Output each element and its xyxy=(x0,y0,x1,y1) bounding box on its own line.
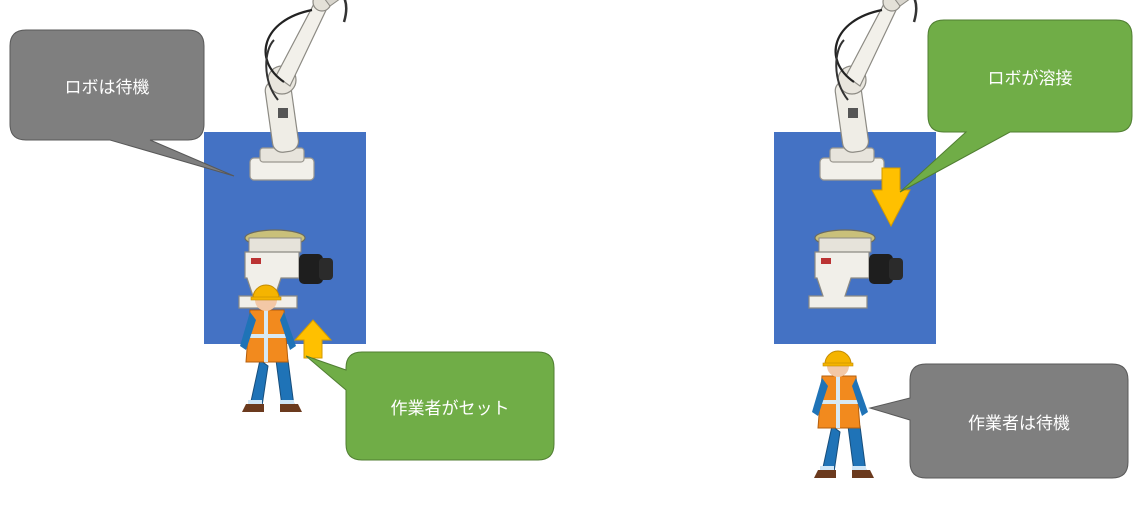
right-down-arrow-icon xyxy=(871,167,911,228)
right-worker-icon xyxy=(811,350,875,479)
left-robot-callout xyxy=(9,29,235,177)
right-robot-callout xyxy=(899,19,1133,193)
left-worker-callout xyxy=(305,351,555,461)
right-worker-callout xyxy=(868,363,1129,479)
